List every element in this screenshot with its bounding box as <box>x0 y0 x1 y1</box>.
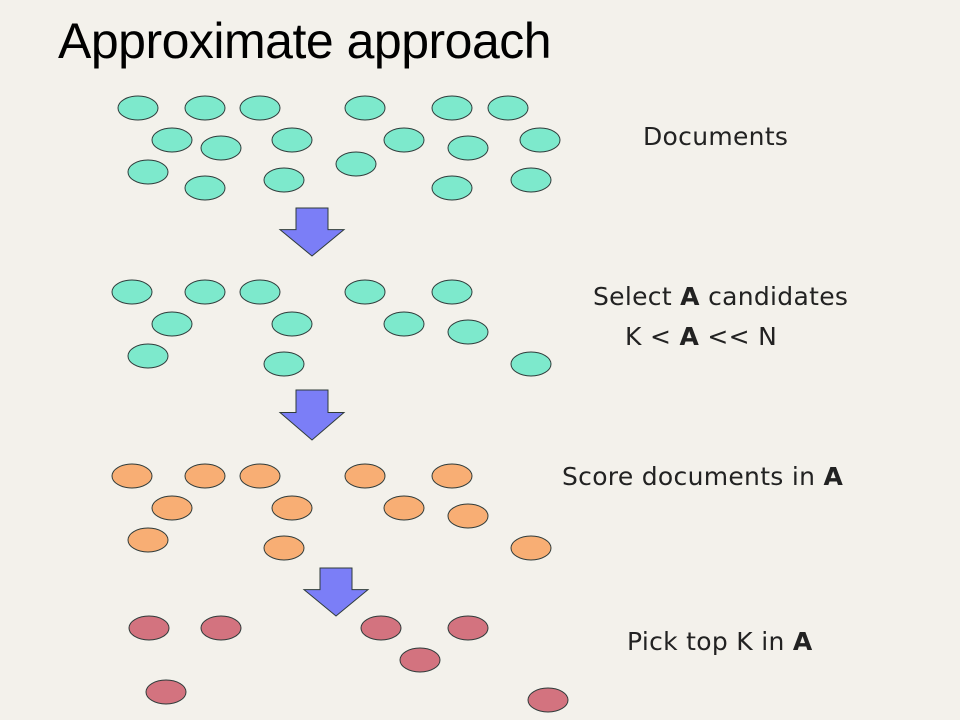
stage-label-documents: Documents <box>643 122 789 151</box>
top-k-document-7 <box>527 687 569 713</box>
scored-document-3 <box>239 463 281 489</box>
candidates-document-11 <box>263 351 305 377</box>
down-arrow-icon-1 <box>278 207 346 257</box>
candidates-document-1 <box>111 279 153 305</box>
candidates-document-7 <box>271 311 313 337</box>
stage-documents <box>117 95 561 201</box>
documents-document-11 <box>447 135 489 161</box>
top-k-document-1 <box>128 615 170 641</box>
stage-top-k <box>128 615 569 713</box>
documents-document-8 <box>200 135 242 161</box>
scored-document-5 <box>431 463 473 489</box>
down-arrow-icon-2 <box>278 389 346 441</box>
candidates-document-9 <box>447 319 489 345</box>
scored-document-4 <box>344 463 386 489</box>
top-k-document-3 <box>360 615 402 641</box>
scored-document-1 <box>111 463 153 489</box>
candidates-document-2 <box>184 279 226 305</box>
candidates-document-4 <box>344 279 386 305</box>
top-k-document-6 <box>145 679 187 705</box>
documents-document-4 <box>344 95 386 121</box>
stage-label-select-candidates: Select A candidates <box>593 282 849 311</box>
documents-document-17 <box>431 175 473 201</box>
scored-document-10 <box>127 527 169 553</box>
documents-document-18 <box>510 167 552 193</box>
documents-document-9 <box>271 127 313 153</box>
candidates-document-6 <box>151 311 193 337</box>
stage-candidates <box>111 279 552 377</box>
documents-document-3 <box>239 95 281 121</box>
scored-document-12 <box>510 535 552 561</box>
scored-document-8 <box>383 495 425 521</box>
arrows <box>278 207 370 617</box>
candidates-document-12 <box>510 351 552 377</box>
documents-document-12 <box>519 127 561 153</box>
candidates-document-3 <box>239 279 281 305</box>
documents-document-5 <box>431 95 473 121</box>
down-arrow-icon-3 <box>302 567 370 617</box>
scored-document-6 <box>151 495 193 521</box>
top-k-document-5 <box>399 647 441 673</box>
stage-label-score: Score documents in A <box>562 462 844 491</box>
scored-document-11 <box>263 535 305 561</box>
candidates-document-8 <box>383 311 425 337</box>
documents-document-10 <box>383 127 425 153</box>
scored-document-9 <box>447 503 489 529</box>
top-k-document-2 <box>200 615 242 641</box>
slide-title: Approximate approach <box>58 13 552 69</box>
scored-document-2 <box>184 463 226 489</box>
top-k-document-4 <box>447 615 489 641</box>
documents-document-7 <box>151 127 193 153</box>
documents-document-6 <box>487 95 529 121</box>
documents-document-13 <box>127 159 169 185</box>
documents-document-15 <box>263 167 305 193</box>
documents-document-2 <box>184 95 226 121</box>
documents-document-16 <box>335 151 377 177</box>
documents-document-1 <box>117 95 159 121</box>
stage-label-pick-top-k: Pick top K in A <box>627 627 813 656</box>
scored-document-7 <box>271 495 313 521</box>
stage-label-constraint: K < A << N <box>625 322 778 351</box>
candidates-document-5 <box>431 279 473 305</box>
stage-scored <box>111 463 552 561</box>
candidates-document-10 <box>127 343 169 369</box>
documents-document-14 <box>184 175 226 201</box>
